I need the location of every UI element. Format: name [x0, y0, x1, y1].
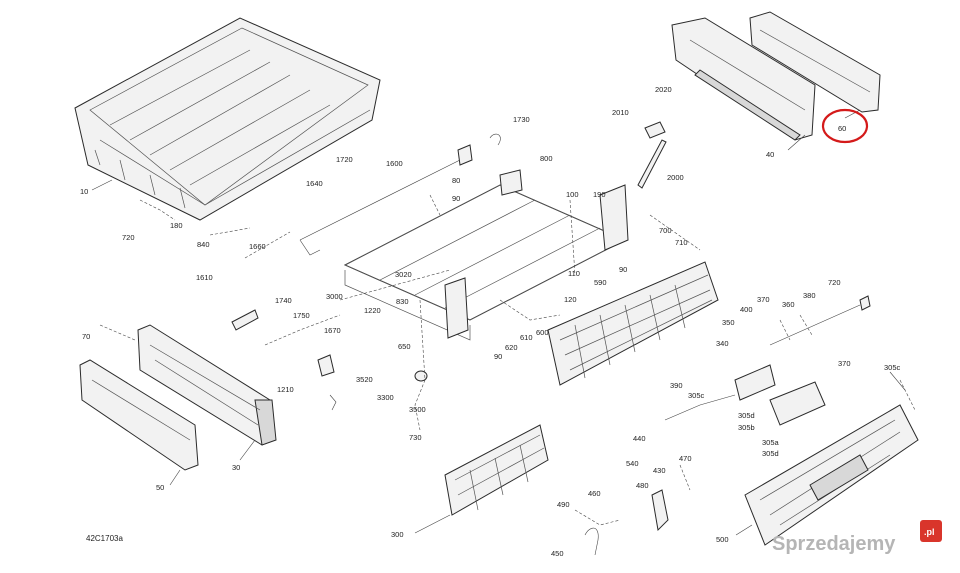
callout-label: 620	[505, 343, 518, 352]
callout-label: 340	[716, 339, 729, 348]
callout-label: 300	[391, 530, 404, 539]
callout-label: 70	[82, 332, 90, 341]
callout-label: 3300	[377, 393, 394, 402]
callout-label: 840	[197, 240, 210, 249]
callout-label: 480	[636, 481, 649, 490]
callout-label: 2010	[612, 108, 629, 117]
callout-label: 305c	[688, 391, 705, 400]
callout-label: 60	[838, 124, 846, 133]
watermark-suffix: .pl	[924, 527, 935, 537]
callout-label: 90	[452, 194, 460, 203]
callout-label: 305c	[884, 363, 901, 372]
callout-label: 1610	[196, 273, 213, 282]
gas-strut-part	[637, 121, 667, 189]
cargo-box-part	[74, 17, 381, 221]
callout-label: 1740	[275, 296, 292, 305]
callout-label: 1750	[293, 311, 310, 320]
callout-label: 190	[593, 190, 606, 199]
callout-label: 830	[396, 297, 409, 306]
callout-label: 120	[564, 295, 577, 304]
callout-label: 1210	[277, 385, 294, 394]
latch-rod-part	[299, 133, 501, 256]
callout-label: 80	[452, 176, 460, 185]
callout-label: 800	[540, 154, 553, 163]
callout-label: 490	[557, 500, 570, 509]
callout-label: 110	[568, 269, 580, 278]
callout-label: 305d	[762, 449, 779, 458]
callout-label: 370	[757, 295, 770, 304]
callout-label: 440	[633, 434, 646, 443]
callout-label: 390	[670, 381, 683, 390]
callout-label: 700	[659, 226, 672, 235]
callout-label: 710	[675, 238, 688, 247]
callout-label: 305b	[738, 423, 755, 432]
callout-label: 720	[122, 233, 135, 242]
watermark: Sprzedajemy .pl	[772, 520, 942, 555]
callout-label: 90	[619, 265, 627, 274]
callout-labels: 10 180 720 840 1640 1660 1610 1720 1600 1730 80 800…	[80, 85, 901, 558]
callout-label: 600	[536, 328, 549, 337]
callout-label: 1730	[513, 115, 530, 124]
callout-label: 650	[398, 342, 411, 351]
callout-label: 1600	[386, 159, 403, 168]
callout-label: 1220	[364, 306, 381, 315]
callout-label: 540	[626, 459, 639, 468]
callout-label: 3000	[326, 292, 343, 301]
latch-assembly-parts	[584, 295, 871, 556]
callout-label: 430	[653, 466, 666, 475]
callout-label: 1720	[336, 155, 353, 164]
rear-tailgate-part	[744, 404, 919, 546]
callout-label: 720	[828, 278, 841, 287]
frame-part	[343, 169, 629, 341]
callout-leaders	[91, 109, 906, 536]
left-side-panels-part	[79, 324, 277, 471]
watermark-badge-icon	[920, 520, 942, 542]
small-hardware-parts	[231, 309, 428, 411]
callout-label: 470	[679, 454, 692, 463]
callout-label: 3500	[409, 405, 426, 414]
callout-label: 90	[494, 352, 502, 361]
callout-label: 305a	[762, 438, 780, 447]
callout-label: 590	[594, 278, 607, 287]
callout-label: 2000	[667, 173, 684, 182]
callout-label: 730	[409, 433, 422, 442]
callout-label: 460	[588, 489, 601, 498]
callout-label: 30	[232, 463, 240, 472]
lower-tailgate-part	[444, 424, 549, 516]
callout-label: 1670	[324, 326, 341, 335]
callout-label: 180	[170, 221, 183, 230]
callout-label: 360	[782, 300, 795, 309]
callout-label: 305d	[738, 411, 755, 420]
callout-label: 370	[838, 359, 851, 368]
callout-label: 350	[722, 318, 735, 327]
callout-label: 610	[520, 333, 533, 342]
callout-label: 1640	[306, 179, 323, 188]
callout-label: 100	[566, 190, 579, 199]
callout-label: 450	[551, 549, 564, 558]
tailgate-grid-part	[547, 261, 719, 386]
assembly-lines	[99, 194, 916, 526]
watermark-text: Sprzedajemy	[772, 533, 896, 555]
callout-60-highlight	[821, 108, 869, 144]
upper-side-panels-part	[671, 11, 881, 141]
callout-label: 2020	[655, 85, 672, 94]
callout-label: 50	[156, 483, 164, 492]
drawing-id: 42C1703a	[86, 534, 123, 543]
callout-label: 500	[716, 535, 729, 544]
callout-label: 40	[766, 150, 774, 159]
callout-label: 1660	[249, 242, 266, 251]
callout-label: 380	[803, 291, 816, 300]
callout-label: 3020	[395, 270, 412, 279]
callout-label: 400	[740, 305, 753, 314]
callout-label: 10	[80, 187, 88, 196]
callout-label: 3520	[356, 375, 373, 384]
